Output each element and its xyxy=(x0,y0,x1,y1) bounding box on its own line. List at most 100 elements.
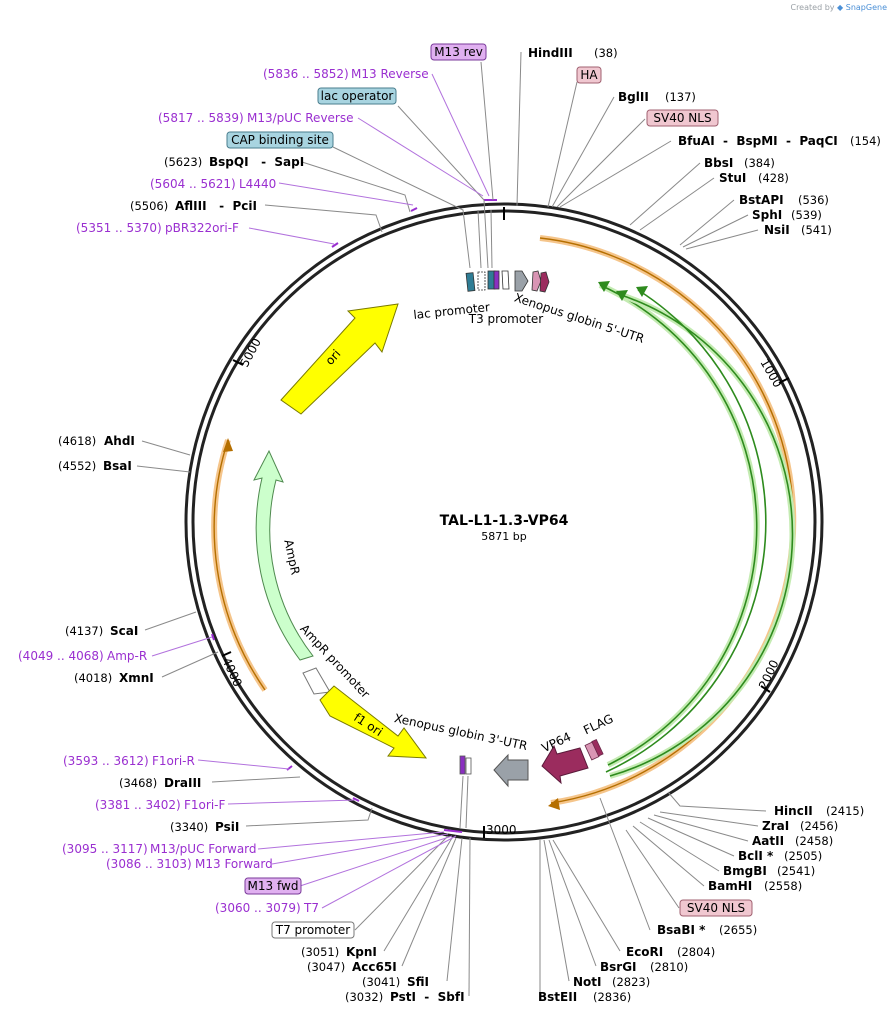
feature-box-sv40-top-text: SV40 NLS xyxy=(653,111,711,125)
enzyme-stui: StuI(428) xyxy=(719,171,789,185)
enzyme-bmgbi-pos: (2541) xyxy=(777,864,815,878)
primer-m13puc-forward-range: (3095 .. 3117) xyxy=(62,842,148,856)
enzyme-bsai-pos: (4552) xyxy=(58,459,96,473)
enzyme-bstapi: BstAPI(536) xyxy=(739,193,829,207)
m13rev-feature xyxy=(493,270,500,290)
enzyme-bsteii-pos: (2836) xyxy=(593,990,631,1004)
primer-mark-l4440 xyxy=(410,207,418,212)
enzyme-draiii-pos: (3468) xyxy=(119,776,157,790)
line-sphi xyxy=(682,214,749,248)
enzyme-bspqi: (5623) BspQI - SapI xyxy=(164,155,304,169)
primer-m13puc-forward: (3095 .. 3117)M13/pUC Forward xyxy=(62,842,257,856)
line-ecori xyxy=(552,839,621,952)
orange-arc-left-core xyxy=(213,439,266,691)
enzyme-sphi-name: SphI xyxy=(752,208,782,222)
line-hincii xyxy=(667,791,767,812)
vp64-arrow xyxy=(541,744,589,785)
enzyme-afliii-pos: (5506) xyxy=(130,199,168,213)
line-kpni xyxy=(383,837,453,952)
primer-amp-r: (4049 .. 4068)Amp-R xyxy=(18,649,147,663)
enzyme-bstapi-name: BstAPI xyxy=(739,193,784,207)
pline-f1ori-r xyxy=(197,759,290,770)
primer-f1ori-f-range: (3381 .. 3402) xyxy=(95,798,181,812)
primer-f1ori-f: (3381 .. 3402)F1ori-F xyxy=(95,798,225,812)
enzyme-bspqi-name: BspQI - SapI xyxy=(209,155,304,169)
enzyme-sphi: SphI (539) xyxy=(752,208,822,222)
enzyme-hindiii-name: HindIII xyxy=(528,46,573,60)
enzyme-hindiii: HindIII(38) xyxy=(528,46,618,60)
line-bsabi xyxy=(599,797,651,931)
enzyme-acc65i-name: Acc65I xyxy=(352,960,397,974)
ampr-promoter-arrow xyxy=(302,667,331,695)
enzyme-bsai: (4552)BsaI xyxy=(58,459,132,473)
enzyme-bsabi: BsaBI *(2655) xyxy=(657,923,757,937)
enzyme-xmni: (4018)XmnI xyxy=(74,671,154,685)
enzyme-zrai-pos: (2456) xyxy=(800,819,838,833)
primer-l4440-name: L4440 xyxy=(239,177,276,191)
enzyme-afliii-name: AflIII - PciI xyxy=(175,199,257,213)
enzyme-bmgbi: BmgBI (2541) xyxy=(723,864,815,878)
enzyme-bmgbi-name: BmgBI xyxy=(723,864,767,878)
enzyme-bamhi-pos: (2558) xyxy=(764,879,802,893)
line-noti xyxy=(543,839,570,982)
pline-m13reverse xyxy=(431,73,490,197)
line-psii xyxy=(245,807,373,827)
enzyme-acc65i-pos: (3047) xyxy=(307,960,345,974)
feature-box-sv40-bottom: SV40 NLS xyxy=(679,899,753,917)
primer-l4440: (5604 .. 5621)L4440 xyxy=(150,177,276,191)
pline-pbr322 xyxy=(248,227,335,245)
primer-m13puc-reverse-range: (5817 .. 5839) xyxy=(158,111,244,125)
t3-promoter-feature xyxy=(501,270,510,290)
enzyme-bsabi-name: BsaBI * xyxy=(657,923,706,937)
xen3-feature xyxy=(459,755,466,775)
line-ahdi xyxy=(141,440,191,456)
line-t7promoter xyxy=(354,835,449,931)
enzyme-xmni-name: XmnI xyxy=(119,671,154,685)
enzyme-hincii: HincII(2415) xyxy=(774,804,864,818)
enzyme-scai-name: ScaI xyxy=(110,624,138,638)
line-cap xyxy=(332,146,471,269)
enzyme-leader-lines xyxy=(136,51,767,997)
line-bcli xyxy=(647,817,735,857)
enzyme-sfii: (3041) SfiI xyxy=(362,975,429,989)
enzyme-sfii-name: SfiI xyxy=(407,975,429,989)
enzyme-sphi-pos: (539) xyxy=(791,208,822,222)
enzyme-acc65i: (3047) Acc65I xyxy=(307,960,397,974)
line-bsrgi xyxy=(548,839,597,967)
primer-pbr322ori-range: (5351 .. 5370) xyxy=(76,221,162,235)
line-zrai xyxy=(659,811,759,827)
primer-mark-f1f xyxy=(352,797,360,802)
pline-ampr xyxy=(151,636,213,657)
plasmid-size: 5871 bp xyxy=(481,530,526,543)
primer-m13puc-reverse-name: M13/pUC Reverse xyxy=(247,111,354,125)
ha-feature xyxy=(531,270,542,292)
line-ha xyxy=(547,81,578,208)
green-arc-head-2 xyxy=(616,290,628,301)
credit-prefix: Created by xyxy=(790,3,835,12)
enzyme-draiii-name: DraIII xyxy=(164,776,201,790)
feature-box-sv40-top: SV40 NLS xyxy=(646,109,719,127)
primer-mark-pbr xyxy=(331,242,339,248)
enzyme-noti-name: NotI xyxy=(573,975,602,989)
enzyme-bglii: BglII(137) xyxy=(618,90,696,104)
line-xen3 xyxy=(459,775,464,829)
enzyme-bspqi-pos: (5623) xyxy=(164,155,202,169)
ampr-label: AmpR xyxy=(281,538,302,576)
enzyme-sfii-pos: (3041) xyxy=(362,975,400,989)
green-arc-head-3 xyxy=(636,286,648,297)
enzyme-bamhi-name: BamHI xyxy=(708,879,752,893)
enzyme-bglii-name: BglII xyxy=(618,90,649,104)
enzyme-ecori-name: EcoRI xyxy=(626,945,663,959)
snapgene-logo-icon: ◆ xyxy=(837,3,844,12)
pline-m13fwd xyxy=(271,833,449,865)
green-arc-1-core xyxy=(599,284,758,766)
primer-l4440-range: (5604 .. 5621) xyxy=(150,177,236,191)
flag-feature-2 xyxy=(591,738,604,757)
line-top-feat-2 xyxy=(477,209,482,269)
primer-m13-forward-range: (3086 .. 3103) xyxy=(106,857,192,871)
line-hindiii xyxy=(516,51,522,207)
primer-t7-range: (3060 .. 3079) xyxy=(215,901,301,915)
ampr-arrow xyxy=(253,449,314,661)
tick-3000-label: 3000 xyxy=(486,823,517,837)
tick-5000 xyxy=(232,359,244,366)
